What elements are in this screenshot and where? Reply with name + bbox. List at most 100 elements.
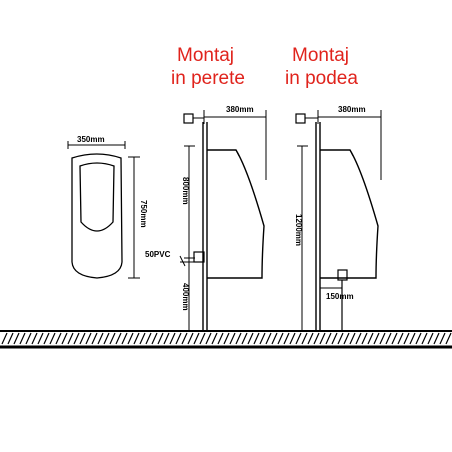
- hatch-line: [187, 332, 194, 345]
- wall-urinal-profile: [207, 149, 265, 279]
- floor: [0, 330, 452, 349]
- hatch-line: [49, 332, 56, 345]
- hatch-line: [103, 332, 110, 345]
- hatch-line: [439, 332, 446, 345]
- hatch-line: [355, 332, 362, 345]
- wall-mount-title-line2: in perete: [171, 68, 245, 89]
- hatch-line: [91, 332, 98, 345]
- floor-mount-title-line1: Montaj: [292, 45, 349, 66]
- hatch-line: [43, 332, 50, 345]
- wall-mount-side-view: 380mm 800mm 400mm 50PVC: [145, 105, 267, 331]
- hatch-line: [97, 332, 104, 345]
- hatch-line: [109, 332, 116, 345]
- hatch-line: [67, 332, 74, 345]
- hatch-line: [391, 332, 398, 345]
- hatch-line: [259, 332, 266, 345]
- hatch-line: [85, 332, 92, 345]
- hatch-line: [199, 332, 206, 345]
- hatch-line: [433, 332, 440, 345]
- hatch-line: [145, 332, 152, 345]
- hatch-line: [223, 332, 230, 345]
- hatch-line: [247, 332, 254, 345]
- floor-depth-label: 380mm: [338, 105, 366, 114]
- floor-height-label: 1200mm: [294, 214, 303, 246]
- hatch-line: [421, 332, 428, 345]
- hatch-line: [7, 332, 14, 345]
- hatch-line: [55, 332, 62, 345]
- hatch-line: [403, 332, 410, 345]
- hatch-line: [163, 332, 170, 345]
- hatch-line: [31, 332, 38, 345]
- hatch-line: [133, 332, 140, 345]
- floor-drain-label: 150mm: [326, 292, 354, 301]
- wall-mount-title-line1: Montaj: [177, 45, 234, 66]
- hatch-line: [397, 332, 404, 345]
- hatch-line: [283, 332, 290, 345]
- hatch-line: [169, 332, 176, 345]
- hatch-line: [229, 332, 236, 345]
- hatch-line: [139, 332, 146, 345]
- hatch-line: [349, 332, 356, 345]
- floor-flush-box: [295, 113, 306, 124]
- hatch-line: [151, 332, 158, 345]
- floor-urinal-profile: [320, 149, 379, 279]
- hatch-line: [205, 332, 212, 345]
- floor-mount-title-line2: in podea: [285, 68, 358, 89]
- wall-depth-label: 380mm: [226, 105, 254, 114]
- hatch-line: [79, 332, 86, 345]
- hatch-line: [445, 332, 452, 345]
- hatch-line: [271, 332, 278, 345]
- hatch-line: [211, 332, 218, 345]
- hatch-line: [241, 332, 248, 345]
- hatch-line: [193, 332, 200, 345]
- hatch-line: [25, 332, 32, 345]
- hatch-line: [13, 332, 20, 345]
- hatch-line: [361, 332, 368, 345]
- hatch-line: [313, 332, 320, 345]
- floor-mount-side-view: 380mm 1200mm 150mm: [294, 105, 382, 331]
- hatch-line: [295, 332, 302, 345]
- hatch-line: [367, 332, 374, 345]
- hatch-line: [409, 332, 416, 345]
- hatch-line: [277, 332, 284, 345]
- hatch-line: [1, 332, 8, 345]
- hatch-line: [217, 332, 224, 345]
- hatch-line: [385, 332, 392, 345]
- hatch-line: [337, 332, 344, 345]
- wall-flush-box: [183, 113, 194, 124]
- hatch-line: [235, 332, 242, 345]
- hatch-line: [373, 332, 380, 345]
- hatch-line: [115, 332, 122, 345]
- hatch-line: [307, 332, 314, 345]
- hatch-line: [427, 332, 434, 345]
- hatch-line: [253, 332, 260, 345]
- hatch-line: [127, 332, 134, 345]
- front-view: 350mm 750mm: [67, 135, 148, 279]
- front-urinal-bowl: [79, 162, 115, 232]
- wall-height-bottom-label: 400mm: [181, 283, 190, 311]
- wall-pipe-label: 50PVC: [145, 250, 171, 259]
- hatch-line: [319, 332, 326, 345]
- hatch-line: [19, 332, 26, 345]
- hatch-line: [289, 332, 296, 345]
- hatch-line: [301, 332, 308, 345]
- wall-drain-pipe: [193, 251, 205, 263]
- hatch-line: [175, 332, 182, 345]
- front-height-label: 750mm: [139, 200, 148, 228]
- hatch-line: [379, 332, 386, 345]
- hatch-line: [415, 332, 422, 345]
- hatch-line: [73, 332, 80, 345]
- hatch-line: [181, 332, 188, 345]
- hatch-line: [325, 332, 332, 345]
- hatch-line: [121, 332, 128, 345]
- hatch-line: [265, 332, 272, 345]
- hatch-line: [343, 332, 350, 345]
- hatch-line: [157, 332, 164, 345]
- front-urinal-outline: [71, 153, 123, 279]
- hatch-line: [61, 332, 68, 345]
- wall-height-top-label: 800mm: [181, 177, 190, 205]
- floor-hatching: [1, 332, 452, 345]
- front-width-label: 350mm: [77, 135, 105, 144]
